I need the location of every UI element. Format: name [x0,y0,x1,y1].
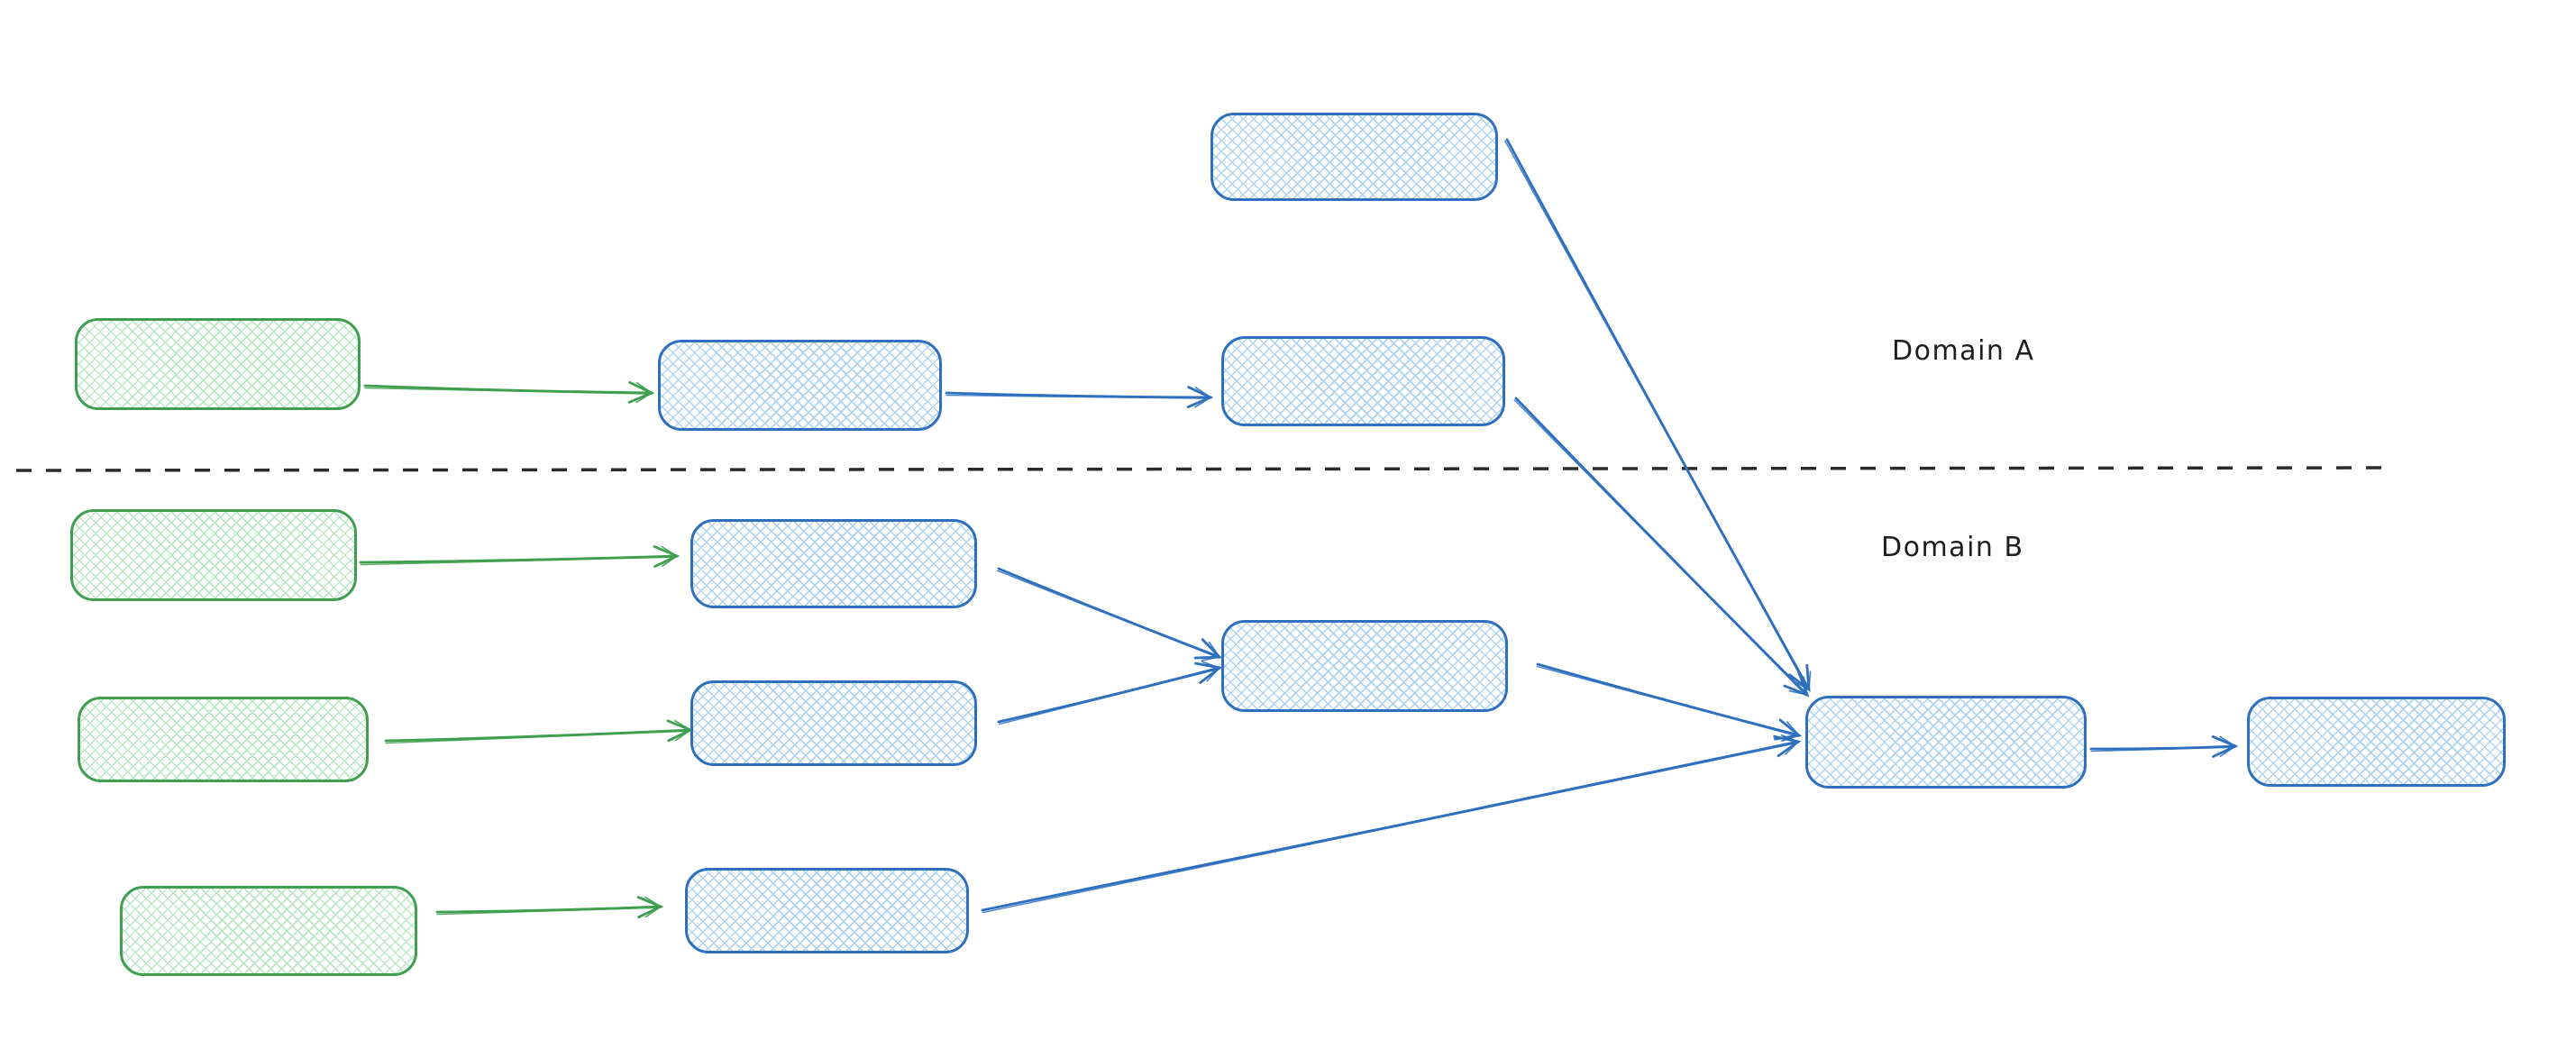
node-hub-node [1805,696,2087,789]
edge-top-node-to-hub [1505,138,1811,691]
node-domain-a-source [75,318,361,410]
edge-domain-b-stage-1-to-merge [997,567,1221,659]
node-domain-b-stage-2 [690,680,977,766]
edge-domain-b-source-3-to-stage-3 [435,905,662,914]
edge-domain-a-stage-2-to-hub [1514,397,1809,697]
node-domain-a-stage-2 [1221,336,1505,426]
edge-domain-b-source-2-to-stage-2 [384,728,692,743]
node-domain-a-stage-1 [658,340,942,431]
domain-a-label: Domain A [1892,335,2035,367]
domain-b-label: Domain B [1881,532,2024,563]
edge-domain-a-source-to-stage-1 [363,384,653,395]
node-domain-b-source-2 [78,697,369,782]
edge-merge-to-hub [1536,662,1801,737]
node-top-node [1210,113,1498,201]
node-merge-node [1221,620,1508,712]
node-domain-b-source-1 [70,509,357,601]
edge-domain-b-source-1-to-stage-1 [359,554,679,564]
edge-domain-b-stage-2-to-merge [997,666,1221,724]
node-domain-b-stage-3 [685,868,969,953]
edge-hub-to-output [2089,744,2237,751]
node-domain-b-stage-1 [690,519,977,608]
node-domain-b-source-3 [120,886,417,976]
edge-domain-b-stage-3-to-hub [981,740,1800,912]
node-output-node [2247,697,2506,787]
edge-domain-a-stage-1-to-stage-2 [945,391,1212,399]
domain-divider-dashed-line [15,466,2391,472]
